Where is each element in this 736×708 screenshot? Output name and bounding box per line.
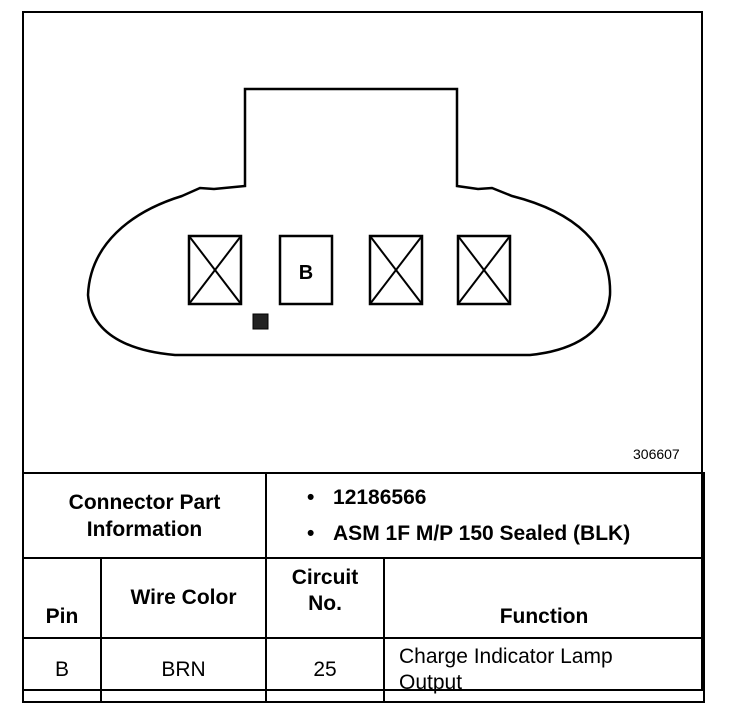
cell-wire-color: BRN <box>99 637 268 703</box>
cell-function: Charge Indicator Lamp Output <box>383 637 706 703</box>
connector-info-table: Connector Part Information 12186566 ASM … <box>21 472 706 703</box>
connector-body-outline <box>86 87 612 357</box>
connector-part-label: Connector Part Information <box>21 472 268 559</box>
header-pin: Pin <box>22 557 102 639</box>
pin-index-marker <box>252 313 269 330</box>
connector-face-diagram: B <box>86 87 612 357</box>
table-header-row: Pin Wire Color Circuit No. Function <box>22 557 706 639</box>
cavity-b: B <box>278 234 334 306</box>
connector-part-row: Connector Part Information 12186566 ASM … <box>21 472 706 559</box>
connector-part-list: 12186566 ASM 1F M/P 150 Sealed (BLK) <box>265 472 706 559</box>
table-row: B BRN 25 Charge Indicator Lamp Output <box>22 637 706 703</box>
cell-pin: B <box>22 637 102 703</box>
header-wire-color: Wire Color <box>99 557 268 639</box>
cavity-c-plugged <box>368 234 424 306</box>
header-circuit-no: Circuit No. <box>265 557 386 639</box>
cell-circuit: 25 <box>265 637 386 703</box>
cavity-a-plugged <box>187 234 243 306</box>
header-function: Function <box>383 557 706 639</box>
cavity-b-label: B <box>299 262 313 284</box>
connector-part-description: ASM 1F M/P 150 Sealed (BLK) <box>307 516 703 552</box>
connector-part-number: 12186566 <box>307 480 703 516</box>
cavity-d-plugged <box>456 234 512 306</box>
figure-id: 306607 <box>633 446 680 462</box>
